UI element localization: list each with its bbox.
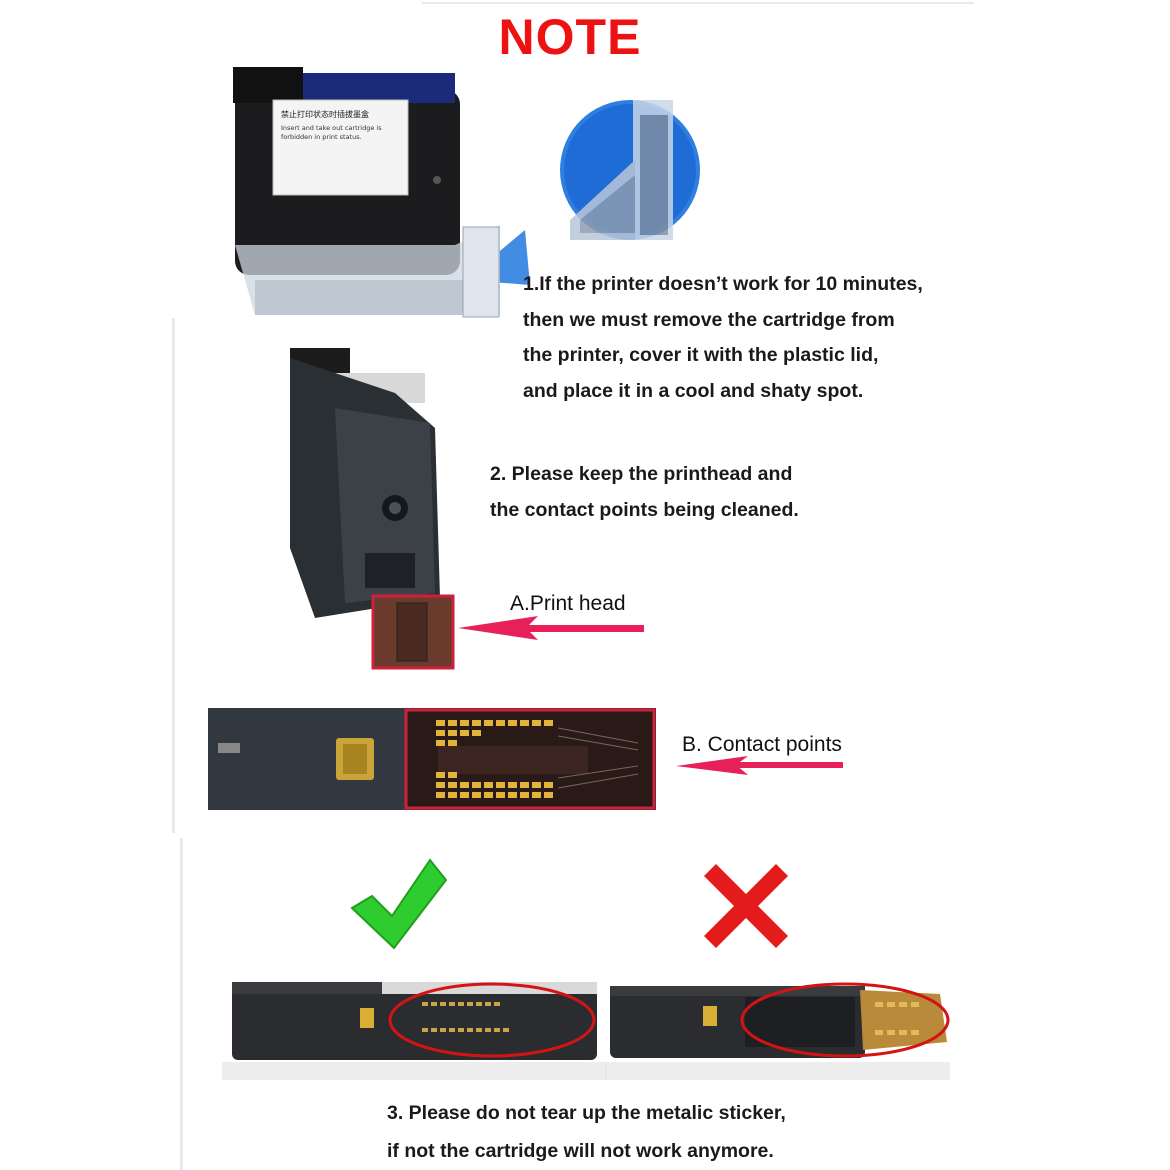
contact-points-image (208, 708, 656, 810)
top-divider (422, 2, 974, 4)
label-contact-points: B. Contact points (682, 733, 842, 756)
page-title: NOTE (498, 9, 642, 65)
check-mark-icon (350, 858, 448, 950)
cartridge-wrong-image (605, 982, 950, 1080)
left-divider-lower (180, 838, 183, 1170)
cartridge-side-image (290, 348, 455, 670)
step1-line-3: the printer, cover it with the plastic l… (523, 344, 879, 366)
step1-line-1: 1.If the printer doesn’t work for 10 min… (523, 273, 923, 295)
arrow-left-icon-2 (676, 756, 843, 775)
step1-line-4: and place it in a cool and shaty spot. (523, 379, 864, 402)
cross-mark-icon (704, 864, 788, 948)
sticker-chinese-text: 禁止打印状态时插拔墨盒 (281, 109, 369, 119)
sticker-line-2: forbidden in print status. (281, 133, 362, 141)
step2-line-1: 2. Please keep the printhead and (490, 463, 793, 485)
left-divider (172, 318, 175, 833)
sticker-line-1: Insert and take out cartridge is (281, 124, 382, 132)
cartridge-with-lid-image: 禁止打印状态时插拔墨盒 Insert and take out cartridg… (233, 67, 700, 318)
arrow-left-icon (458, 616, 644, 640)
step3-text: 3. Please do not tear up the metalic sti… (387, 1094, 786, 1170)
step2-text: 2. Please keep the printhead and the con… (490, 457, 799, 528)
step3-line-1: 3. Please do not tear up the metalic sti… (387, 1102, 786, 1124)
step1-text: 1.If the printer doesn’t work for 10 min… (523, 267, 923, 409)
step2-line-2: the contact points being cleaned. (490, 498, 799, 521)
step1-line-2: then we must remove the cartridge from (523, 308, 895, 331)
good-highlight-ellipse (388, 982, 596, 1058)
bad-highlight-ellipse (740, 982, 950, 1058)
step3-line-2: if not the cartridge will not work anymo… (387, 1140, 774, 1162)
label-print-head: A.Print head (510, 592, 626, 615)
cartridge-correct-image (222, 982, 607, 1080)
